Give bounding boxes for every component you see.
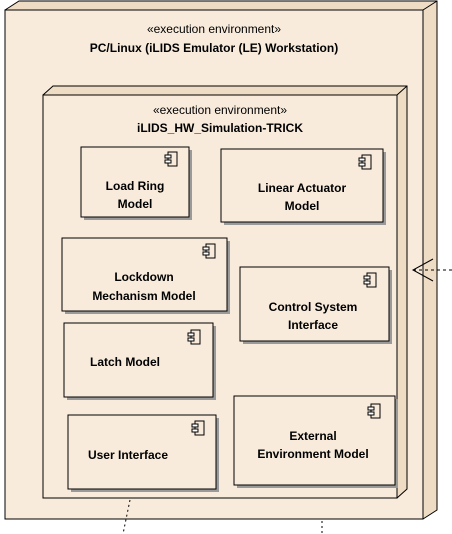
component-label-line-1: User Interface — [88, 448, 168, 462]
component-icon — [191, 420, 205, 436]
component-latch: Latch Model — [63, 322, 216, 400]
component-box — [220, 148, 384, 223]
outer-node-name: PC/Linux (iLIDS Emulator (LE) Workstatio… — [90, 41, 338, 55]
component-label-line-1: External — [289, 429, 336, 443]
component-lockdown: Lockdown Mechanism Model — [61, 237, 230, 314]
inner-node-edge — [396, 85, 408, 96]
component-label-line-2: Model — [118, 197, 153, 211]
dependency-arrow — [411, 258, 452, 282]
component-label-line-1: Load Ring — [106, 179, 165, 193]
component-load-ring: Load Ring Model — [80, 146, 192, 220]
component-icon — [367, 403, 381, 419]
component-label-line-1: Latch Model — [90, 355, 160, 369]
component-label-line-1: Linear Actuator — [258, 181, 347, 195]
component-icon — [202, 243, 216, 259]
inner-node-stereotype: «execution environment» — [153, 103, 287, 117]
inner-node-name: iLIDS_HW_Simulation-TRICK — [137, 121, 303, 135]
component-label-line-2: Environment Model — [257, 447, 368, 461]
component-icon — [363, 272, 377, 288]
component-icon — [358, 154, 372, 170]
component-box — [67, 414, 217, 490]
component-linear-actuator: Linear Actuator Model — [220, 148, 386, 225]
component-icon — [187, 329, 201, 345]
connector-user-interface — [122, 499, 131, 534]
component-user-interface: User Interface — [67, 414, 219, 492]
outer-node-stereotype: «execution environment» — [147, 22, 281, 36]
component-icon — [164, 151, 178, 167]
outer-node-edge — [422, 0, 438, 11]
dependency-arrowhead — [411, 258, 434, 282]
component-box — [61, 237, 228, 312]
component-label-line-1: Control System — [269, 300, 358, 314]
component-label-line-2: Interface — [288, 318, 338, 332]
component-box — [233, 395, 396, 486]
component-control-system: Control System Interface — [239, 266, 392, 344]
component-label-line-2: Mechanism Model — [92, 289, 195, 303]
component-label-line-1: Lockdown — [114, 270, 173, 284]
component-box — [80, 146, 190, 218]
component-label-line-2: Model — [285, 199, 320, 213]
component-external-environment: External Environment Model — [233, 395, 398, 488]
